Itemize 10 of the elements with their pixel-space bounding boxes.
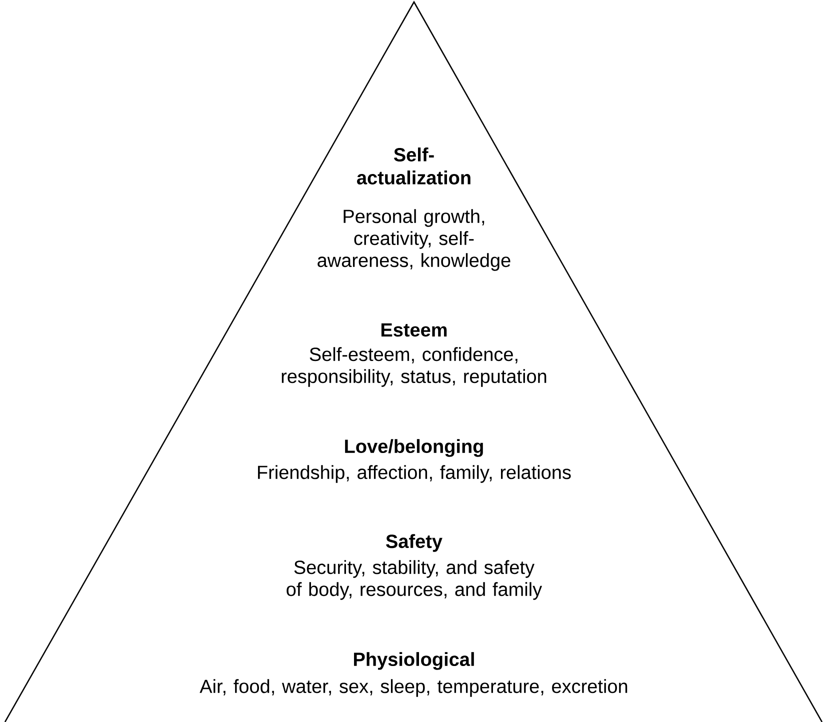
level-description: Air, food, water, sex, sleep, temperature, excretion (200, 679, 628, 697)
level-description: Personal growth, creativity, self-awareness, knowledge (318, 209, 510, 271)
level-heading: Self- actualization (357, 148, 470, 184)
level-heading: Safety (386, 534, 442, 552)
level-heading: Love/belonging (345, 439, 483, 457)
level-heading: Esteem (381, 323, 447, 337)
level-heading: Physiological (354, 652, 474, 670)
level-description: Self-esteem, confidence, responsibility, status, reputation (282, 347, 546, 387)
level-description: Security, stability, and safety of body, resources, and family (286, 560, 542, 600)
level-description: Friendship, affection, family, relations (258, 465, 571, 483)
